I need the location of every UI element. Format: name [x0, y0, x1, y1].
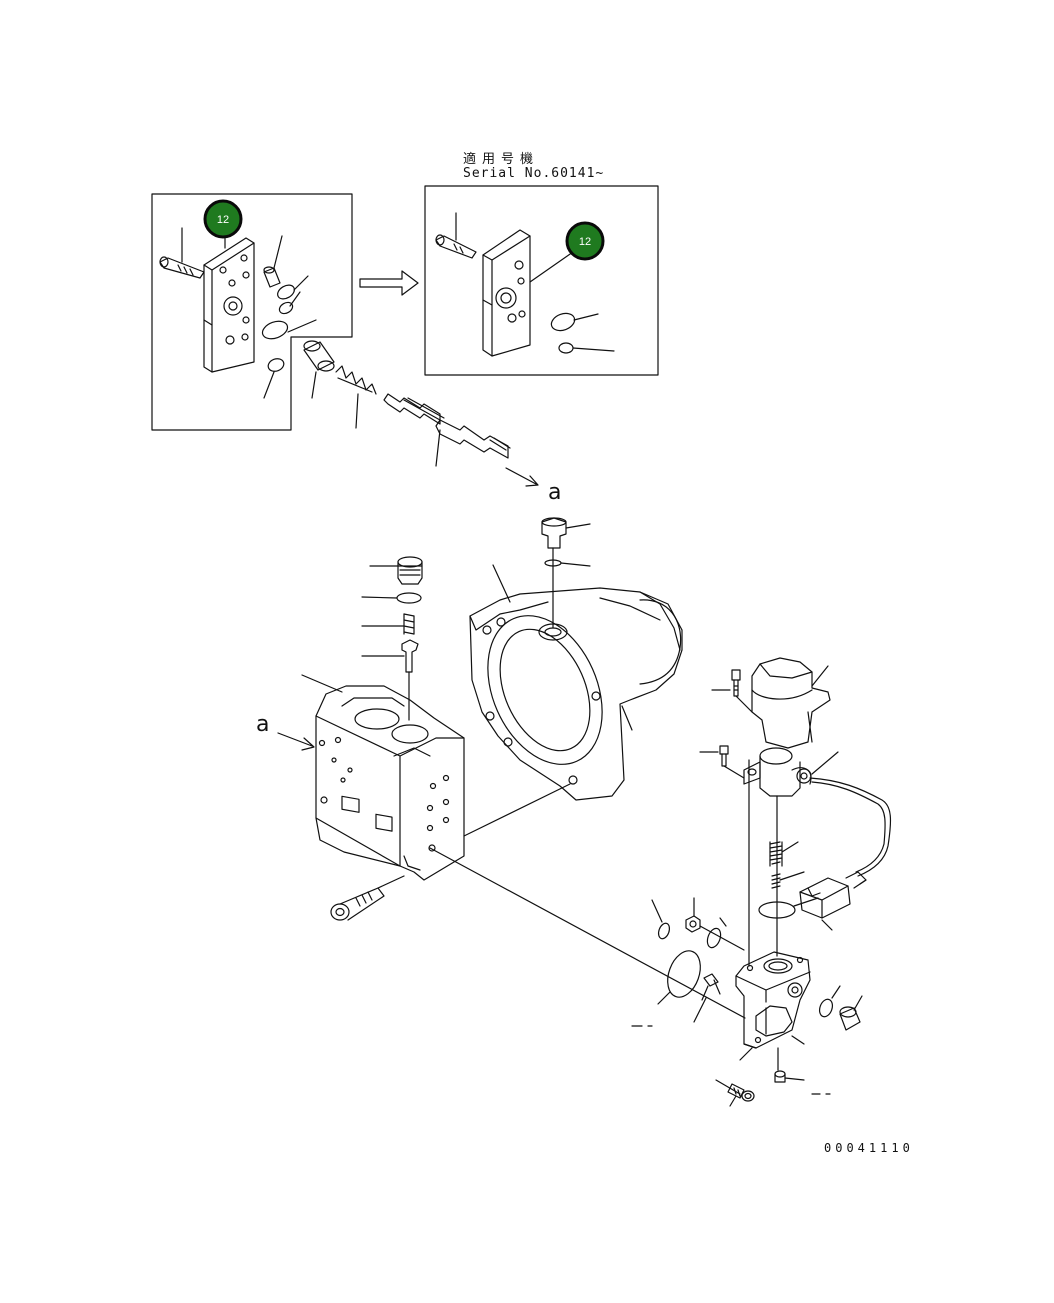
o-ring-left-stack: [396, 592, 422, 604]
leader-solenoid-body: [811, 751, 839, 775]
callout-12-right-label: 12: [579, 236, 591, 248]
left-inset-frame: [151, 193, 353, 431]
fitting-block-side: [693, 973, 721, 1023]
solenoid-cover: [751, 657, 831, 749]
leader-solenoid-cover: [811, 665, 829, 687]
o-ring-left-4: [267, 358, 285, 372]
o-ring-left-1: [277, 284, 295, 300]
leader-o-ring-right-block-top: [793, 897, 819, 907]
o-ring-right-2: [558, 342, 574, 354]
spool: [383, 393, 511, 467]
callout-12-left-label: 12: [217, 214, 229, 226]
right-inset-frame: [424, 185, 659, 376]
bolt-right-inset: [435, 234, 477, 259]
axis-line-small-parts: [699, 925, 745, 951]
drawing-number: 00041110: [824, 1141, 914, 1155]
leader-lines-left-inset: [181, 227, 317, 399]
spring-upper: [335, 365, 377, 429]
housing-cylinder-back: [639, 599, 682, 685]
bolt-left-inset: [159, 256, 205, 279]
leader-o-ring-large-block-side: [657, 991, 671, 1005]
leader-o-ring-small-1: [651, 899, 663, 923]
leader-o-ring-left-stack: [361, 596, 398, 599]
reference-a-top: a: [548, 480, 562, 505]
leader-o-ring-top-center: [560, 562, 591, 567]
spring-right-lower: [771, 871, 805, 889]
assembly-line-body-to-housing: [463, 783, 571, 837]
bolt-block-bottom: [715, 1079, 755, 1107]
bolt-main-body: [330, 887, 385, 921]
serial-applicability-label-ja: 適用号機: [463, 152, 540, 167]
valve-housing: [469, 587, 683, 801]
nut-small: [685, 897, 701, 933]
screw-solenoid-cover: [711, 669, 753, 713]
o-ring-block-right: [818, 998, 834, 1018]
o-ring-left-2: [278, 301, 294, 315]
arrow-to-ref-a-top: [505, 467, 539, 487]
leader-connector: [821, 919, 833, 931]
spring-left-stack: [361, 613, 415, 635]
solenoid-body: [743, 747, 812, 797]
poppet-left-stack: [361, 639, 419, 673]
o-ring-small-2: [706, 927, 722, 949]
leader-lines-right-inset: [455, 212, 615, 352]
solenoid-wire-harness: [809, 777, 892, 877]
cover-plate-right: [482, 229, 531, 357]
leader-valve-block: [791, 1035, 805, 1045]
connector: [799, 871, 867, 919]
leader-housing: [492, 564, 511, 603]
arrow-ref-a-left: [277, 732, 315, 751]
o-ring-left-3: [261, 320, 289, 340]
callout-12-right[interactable]: 12: [565, 221, 605, 261]
leader-o-ring-small-2: [719, 917, 727, 927]
serial-applicability-label: Serial No.60141~: [463, 166, 605, 181]
cover-plate-left: [203, 237, 255, 373]
leader-o-ring-block-right: [831, 985, 841, 999]
sleeve: [303, 340, 335, 399]
o-ring-right-1: [550, 312, 576, 332]
callout-12-left[interactable]: 12: [203, 199, 243, 239]
leader-main-valve-body: [301, 674, 343, 693]
screw-solenoid-body: [699, 745, 745, 779]
assembly-line-bottom-bolt: [739, 1047, 753, 1061]
plug-block-right: [839, 995, 863, 1031]
plug-left-inset: [263, 266, 281, 288]
assembly-line-bolt-to-body: [377, 875, 405, 889]
solenoid-valve-block: [735, 951, 811, 1049]
o-ring-small-1: [657, 922, 671, 940]
change-arrow: [359, 270, 419, 296]
plug-block-bottom: [774, 1047, 805, 1083]
main-valve-body: [315, 685, 465, 881]
reference-a-left: a: [256, 712, 270, 737]
o-ring-large-block-side: [667, 950, 701, 998]
plug-left-stack: [369, 556, 423, 585]
spring-right-upper: [769, 841, 799, 867]
assembly-line-body-to-block: [429, 847, 746, 1019]
plug-top-center: [541, 517, 591, 549]
